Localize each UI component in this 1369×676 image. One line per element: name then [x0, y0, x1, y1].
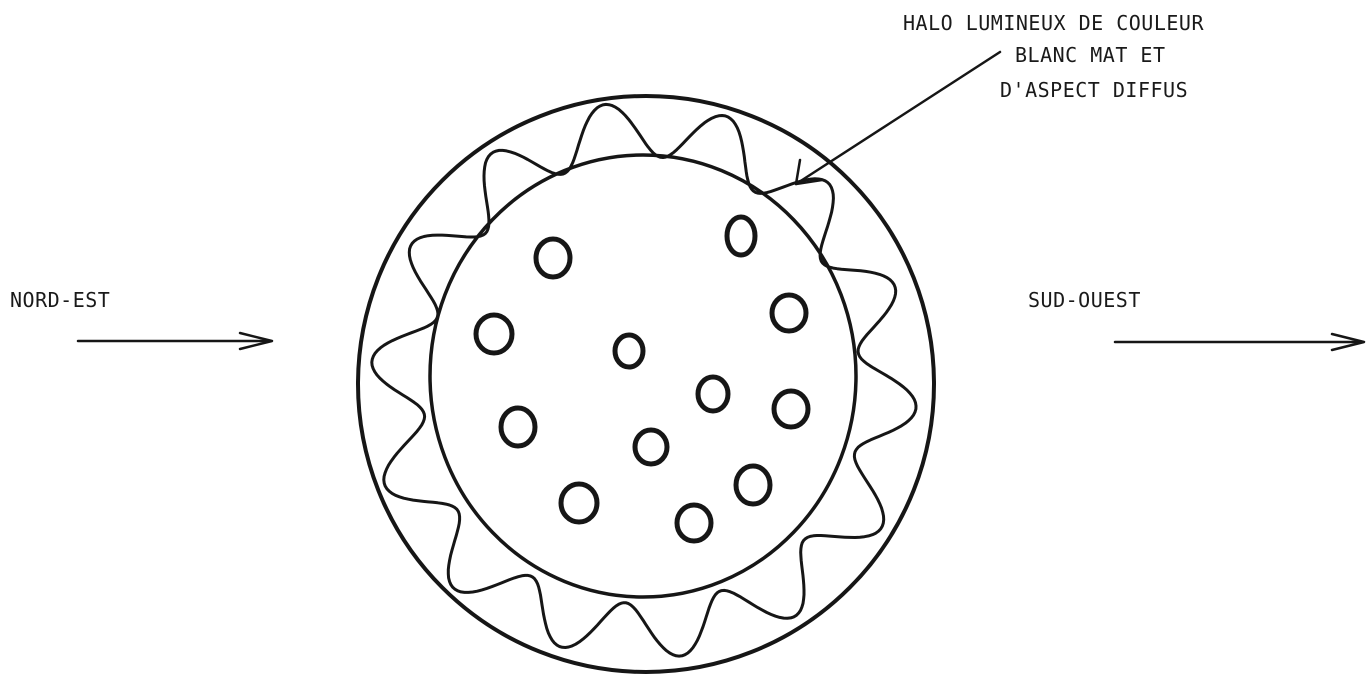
direction-label-sud-ouest: SUD-OUEST — [1028, 288, 1141, 312]
spot-ring — [698, 377, 728, 411]
outer-circle — [358, 96, 934, 672]
annotation-line-3: D'ASPECT DIFFUS — [1000, 78, 1188, 102]
spot-ring — [677, 505, 711, 541]
direction-arrow-right — [1115, 334, 1364, 350]
annotation-line-1: HALO LUMINEUX DE COULEUR — [903, 11, 1204, 35]
spot-ring — [727, 217, 755, 255]
direction-arrow-left — [78, 333, 272, 349]
spot-ring — [615, 335, 643, 367]
spot-ring — [536, 239, 570, 277]
direction-label-nord-est: NORD-EST — [10, 288, 110, 312]
spot-ring — [501, 408, 535, 446]
spot-ring — [772, 295, 806, 331]
spot-ring — [774, 391, 808, 427]
annotation-line-2: BLANC MAT ET — [1015, 43, 1166, 67]
inner-circle — [430, 155, 856, 597]
spot-ring — [736, 466, 770, 504]
spot-ring — [561, 484, 597, 522]
annotation-arrow — [796, 52, 1000, 184]
halo-wavy-outline — [372, 104, 916, 656]
spot-ring — [476, 315, 512, 353]
spot-ring — [635, 430, 667, 464]
surface-spots — [476, 217, 808, 541]
